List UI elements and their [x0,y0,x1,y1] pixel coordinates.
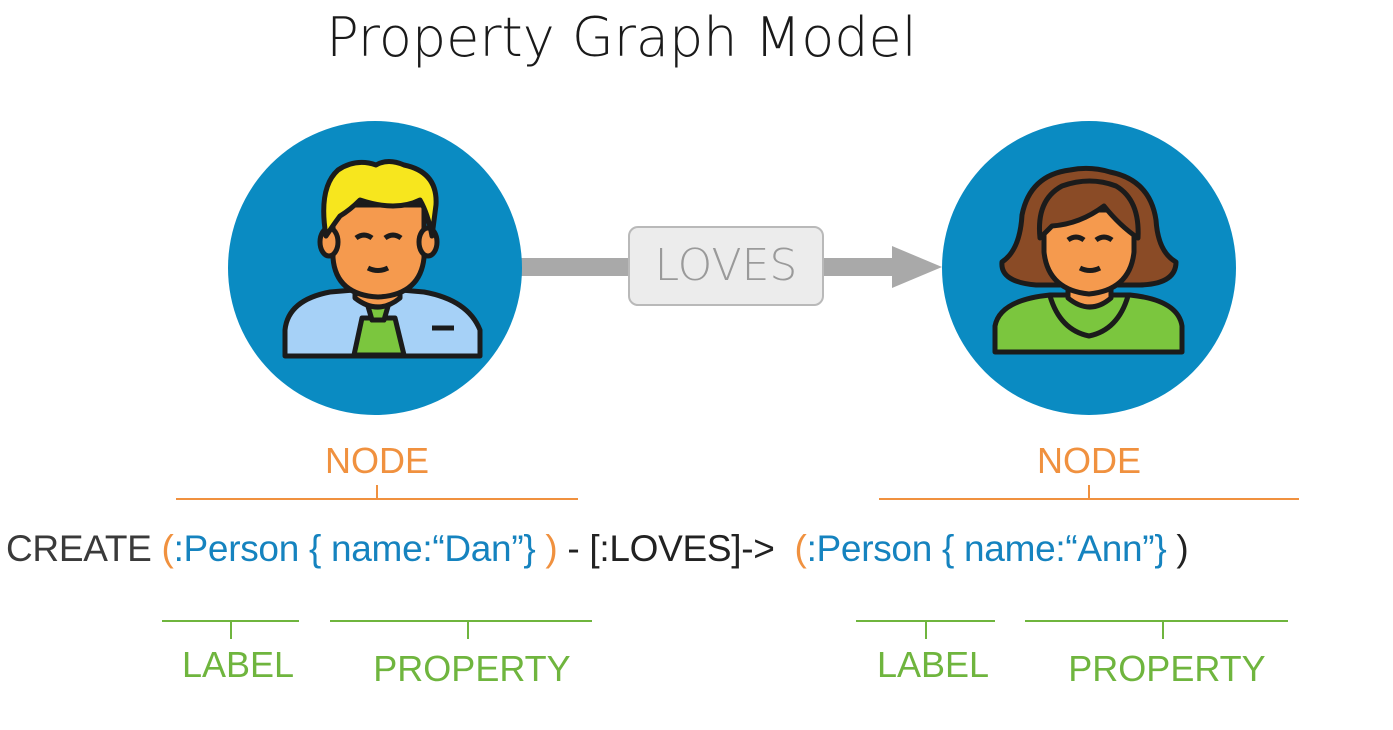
code-label-2: :Person [806,528,933,569]
code-label-1: :Person [173,528,300,569]
code-property-1: { name:“Dan”} [298,528,536,569]
code-keyword: CREATE [6,528,152,569]
code-relationship: - [:LOVES]-> [557,528,785,569]
code-open-paren-1: ( [161,528,174,569]
code-close-paren-2: ) [1166,528,1189,569]
label-bracket-left [162,620,299,639]
cypher-statement: CREATE (:Person { name:“Dan”} ) - [:LOVE… [6,528,1189,570]
property-bracket-right [1025,620,1288,639]
property-annotation-right: PROPERTY [1068,648,1266,689]
node-bracket-right [879,485,1299,500]
node-annotation-left: NODE [324,440,429,481]
code-open-paren-2: ( [784,528,807,569]
label-bracket-right [856,620,995,639]
relationship-arrow [518,246,942,288]
man-avatar-icon [282,159,483,359]
label-annotation-right: LABEL [876,644,990,685]
relationship-label: LOVES [628,226,824,306]
label-annotation-left: LABEL [181,644,295,685]
property-bracket-left [330,620,592,639]
node-annotation-right: NODE [1036,440,1141,481]
code-property-2: { name:“Ann”} [932,528,1167,569]
woman-avatar-icon [992,165,1185,355]
page-title: Property Graph Model [326,6,917,69]
node-bracket-left [176,485,578,500]
code-close-paren-1: ) [535,528,558,569]
property-annotation-left: PROPERTY [373,648,571,689]
